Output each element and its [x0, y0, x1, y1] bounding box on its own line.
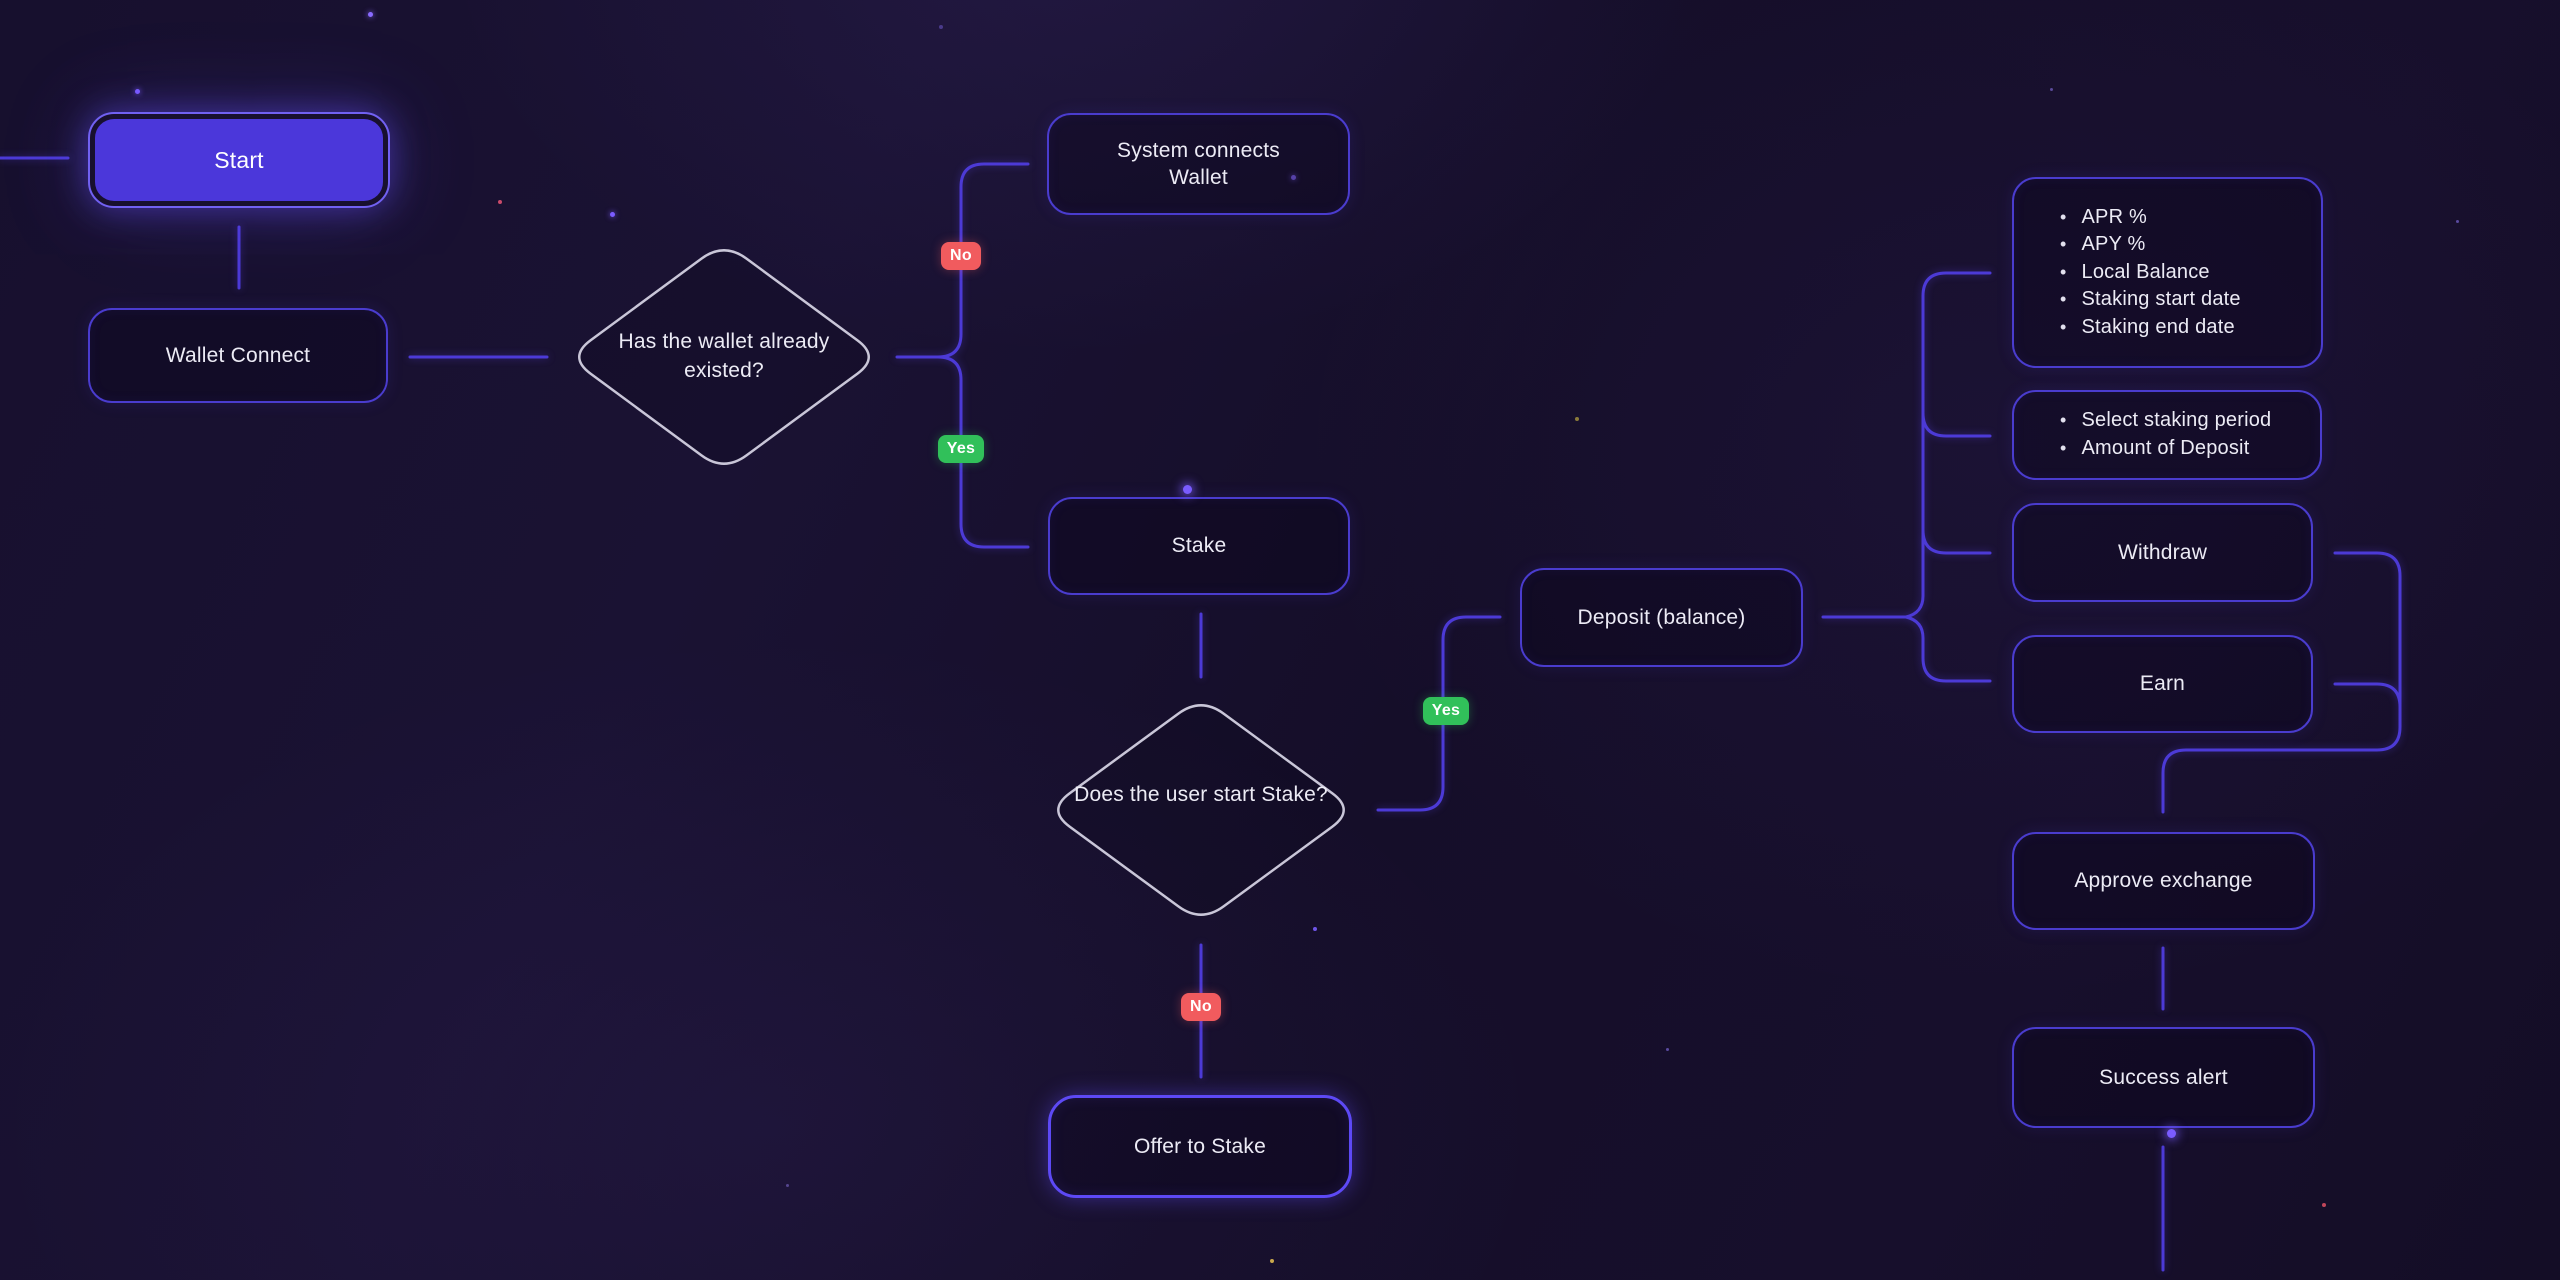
- node-staking-form[interactable]: Select staking period Amount of Deposit: [2012, 390, 2322, 480]
- node-withdraw[interactable]: Withdraw: [2012, 503, 2313, 602]
- list-item: Staking start date: [2060, 286, 2241, 314]
- badge-stake-no[interactable]: No: [1181, 993, 1221, 1021]
- node-system-connects-wallet[interactable]: System connects Wallet: [1047, 113, 1350, 215]
- list-item: Select staking period: [2060, 407, 2272, 435]
- edge-decision1-yes: [936, 355, 1030, 549]
- node-deposit-balance[interactable]: Deposit (balance): [1520, 568, 1803, 667]
- approve-exchange-label: Approve exchange: [2074, 869, 2253, 893]
- stake-label: Stake: [1171, 534, 1227, 558]
- list-item: Amount of Deposit: [2060, 435, 2271, 463]
- list-item: APR %: [2060, 204, 2241, 232]
- offer-to-stake-label: Offer to Stake: [1134, 1134, 1266, 1158]
- background-star: [498, 200, 502, 204]
- withdraw-label: Withdraw: [2117, 540, 2208, 564]
- edge-deposit-earn: [1904, 615, 1992, 683]
- node-start[interactable]: Start: [88, 112, 390, 208]
- background-star: [939, 25, 943, 29]
- diamond-user-start-stake[interactable]: [1057, 704, 1345, 916]
- badge-stake-yes[interactable]: Yes: [1423, 697, 1469, 725]
- wallet-connect-label: Wallet Connect: [165, 343, 311, 367]
- list-item: Staking end date: [2060, 314, 2241, 342]
- staking-form-list: Select staking period Amount of Deposit: [2014, 407, 2272, 463]
- background-star: [1313, 927, 1317, 931]
- staking-info-list: APR % APY % Local Balance Staking start …: [2014, 204, 2241, 342]
- node-offer-to-stake[interactable]: Offer to Stake: [1048, 1095, 1352, 1198]
- background-star: [135, 89, 140, 94]
- diamond-wallet-exists[interactable]: [578, 249, 870, 465]
- background-star: [1575, 417, 1579, 421]
- wallet-exists-question: Has the wallet already existed?: [618, 330, 830, 383]
- background-star: [1291, 175, 1296, 180]
- connector-dot: [2167, 1129, 2176, 1138]
- deposit-balance-label: Deposit (balance): [1577, 605, 1746, 629]
- edge-decision1-no: [936, 162, 1030, 359]
- badge-wallet-yes[interactable]: Yes: [938, 435, 984, 463]
- node-stake[interactable]: Stake: [1048, 497, 1350, 595]
- edge-deposit-staking-info: [1904, 271, 1992, 619]
- success-alert-label: Success alert: [2099, 1065, 2228, 1089]
- node-wallet-connect[interactable]: Wallet Connect: [88, 308, 388, 403]
- edge-deposit-withdraw: [1921, 528, 1992, 555]
- background-star: [786, 1184, 789, 1187]
- background-star: [1270, 1259, 1274, 1263]
- node-success-alert[interactable]: Success alert: [2012, 1027, 2315, 1128]
- list-item: Local Balance: [2060, 259, 2241, 287]
- edge-withdraw-approve: [2161, 551, 2402, 814]
- list-item: APY %: [2060, 231, 2241, 259]
- background-star: [2050, 88, 2053, 91]
- background-star: [2456, 220, 2459, 223]
- node-staking-info[interactable]: APR % APY % Local Balance Staking start …: [2012, 177, 2323, 368]
- edge-earn-join: [2333, 682, 2402, 709]
- background-star: [368, 12, 373, 17]
- badge-wallet-no[interactable]: No: [941, 242, 981, 270]
- connector-dot: [1183, 485, 1192, 494]
- earn-label: Earn: [2139, 672, 2186, 696]
- edge-deposit-staking-form: [1921, 411, 1992, 438]
- user-start-stake-question: Does the user start Stake?: [1074, 783, 1328, 806]
- node-earn[interactable]: Earn: [2012, 635, 2313, 733]
- background-star: [1666, 1048, 1669, 1051]
- background-star: [2322, 1203, 2326, 1207]
- start-label: Start: [95, 119, 383, 201]
- node-approve-exchange[interactable]: Approve exchange: [2012, 832, 2315, 930]
- background-star: [610, 212, 615, 217]
- system-connects-wallet-label: System connects Wallet: [1117, 138, 1280, 189]
